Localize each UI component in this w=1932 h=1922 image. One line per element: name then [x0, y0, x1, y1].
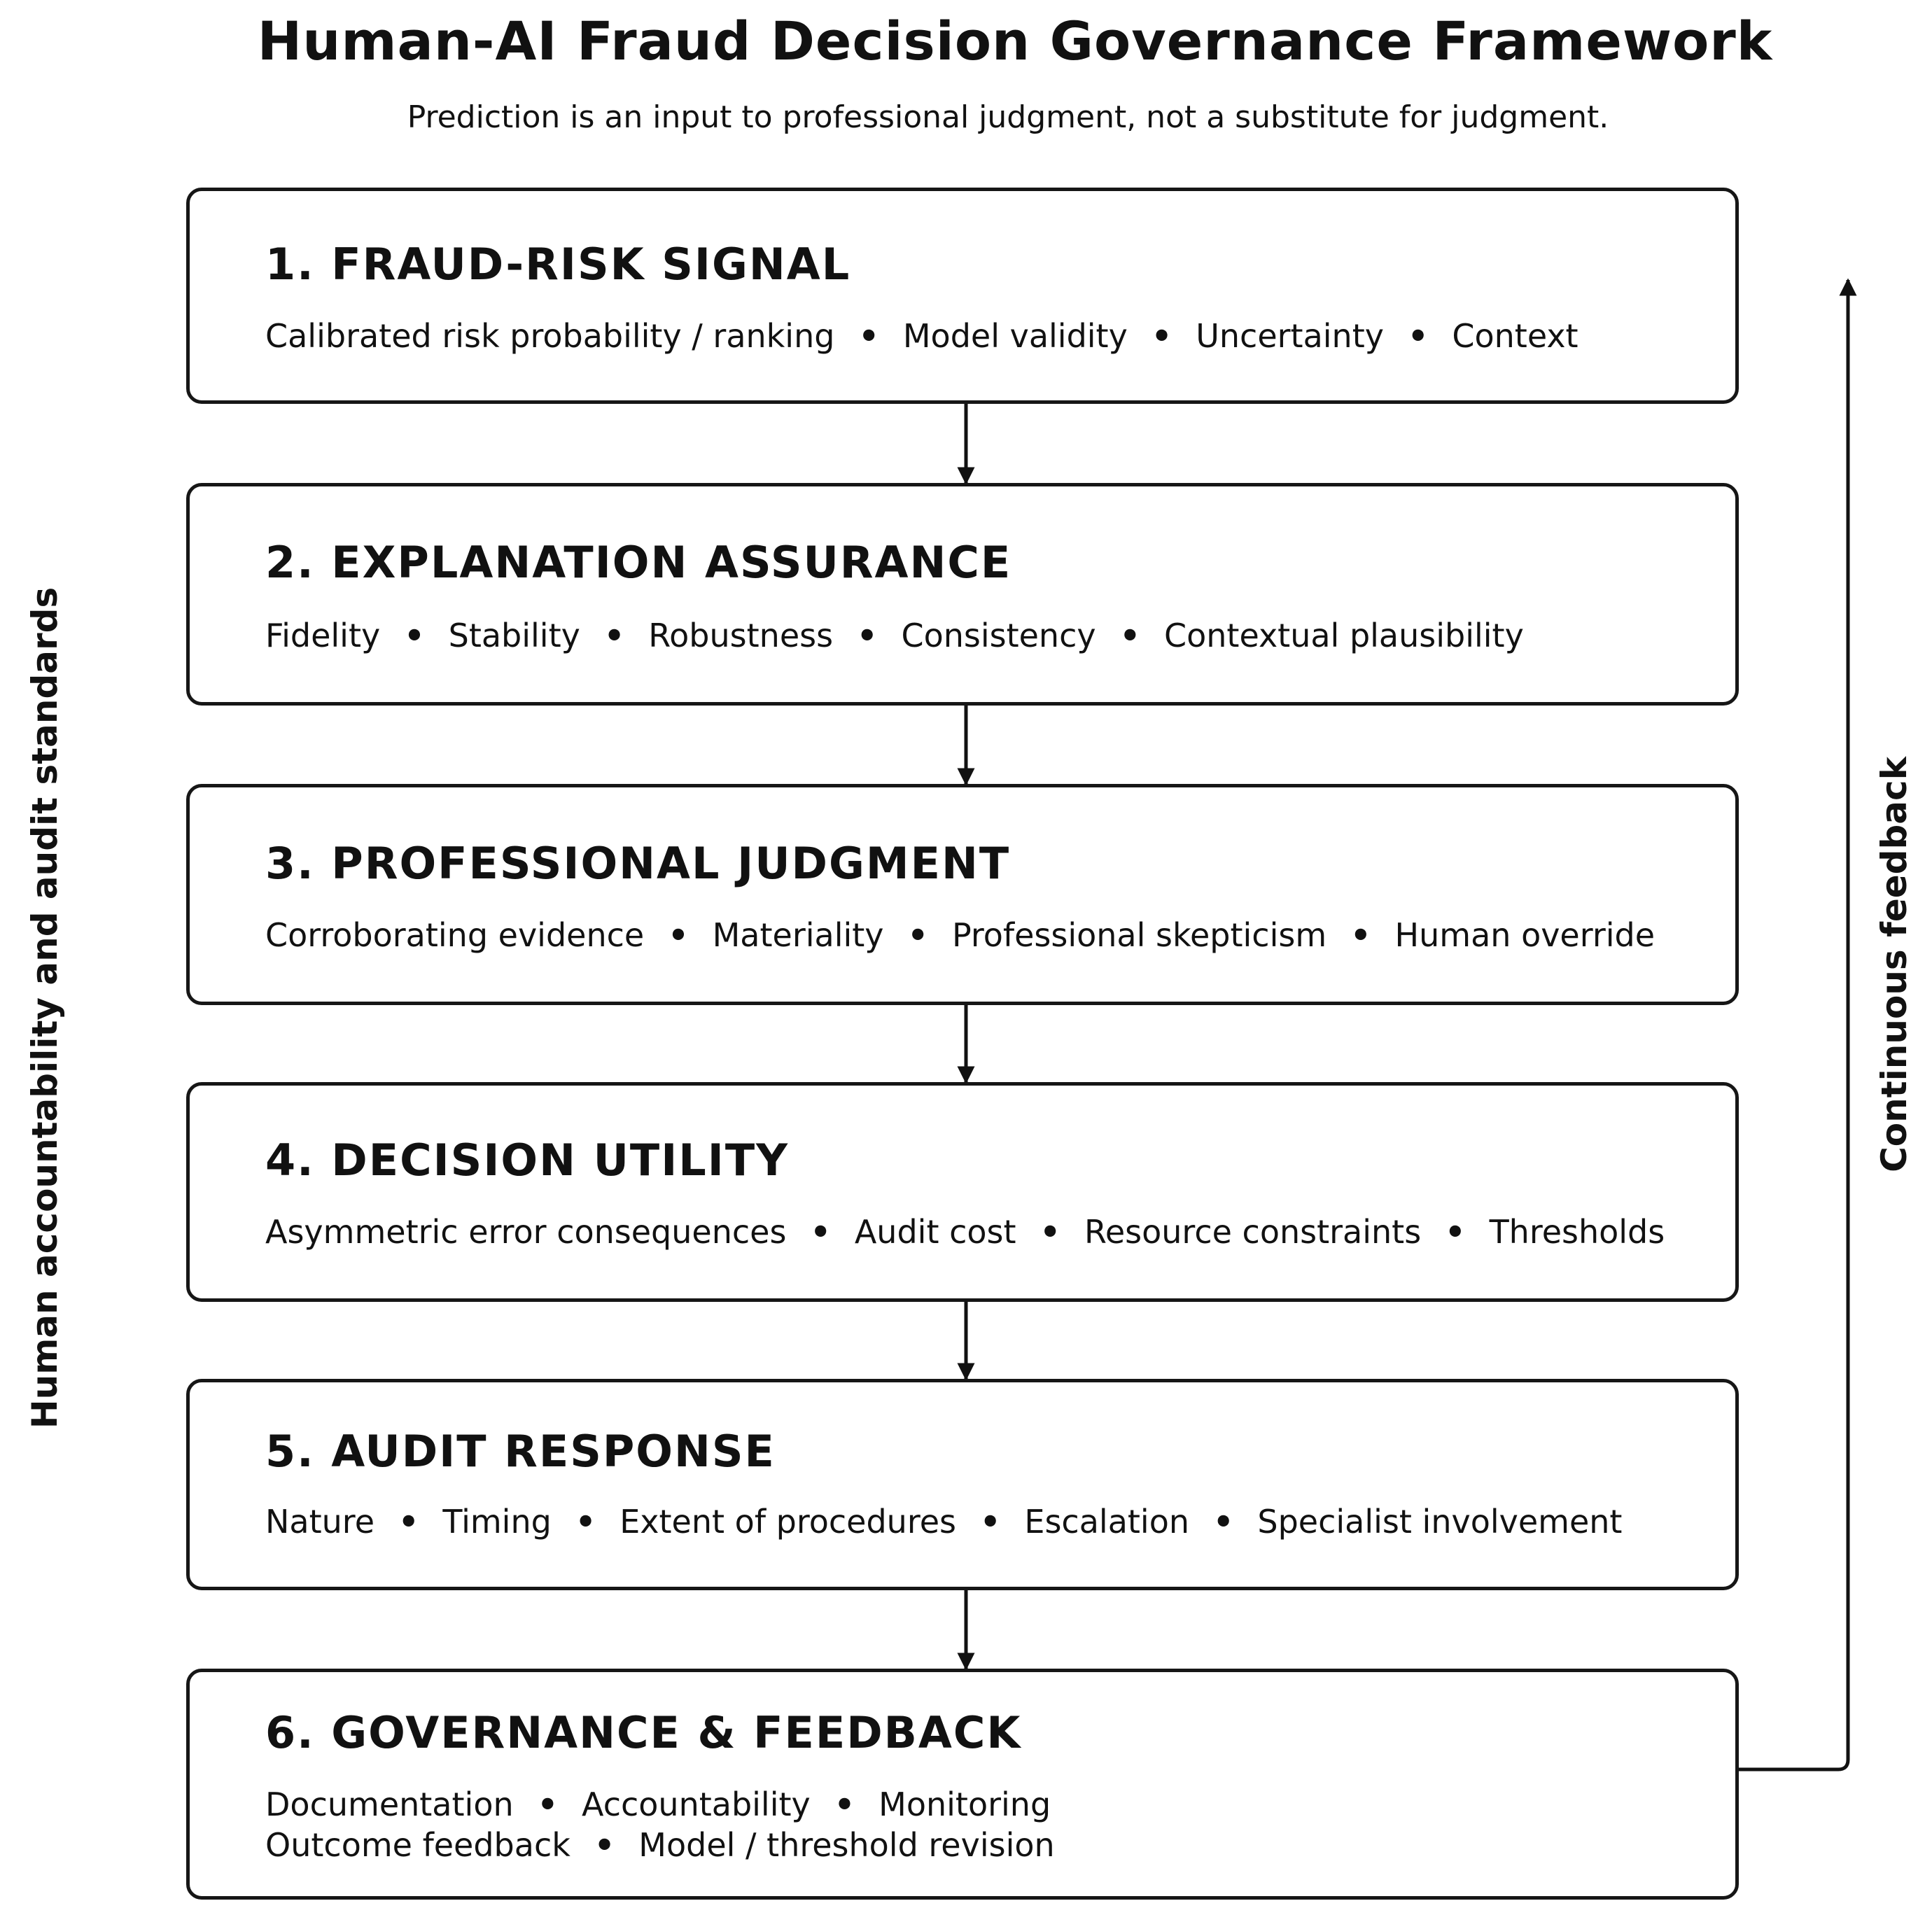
step-item: Escalation [1024, 1503, 1189, 1541]
step-2-items: Fidelity • Stability • Robustness • Consistenc… [265, 615, 1524, 656]
bullet-separator-icon: • [980, 1503, 1001, 1541]
item-line: Documentation • Accountability • Monitoring [265, 1784, 1055, 1825]
item-line: Corroborating evidence • Materiality • Profe… [265, 915, 1655, 955]
step-item: Accountability [582, 1786, 811, 1823]
bullet-separator-icon: • [1445, 1213, 1466, 1251]
step-item: Extent of procedures [620, 1503, 956, 1541]
item-line: Nature • Timing • Extent of procedures • Escal… [265, 1501, 1622, 1542]
step-box-6: 6. GOVERNANCE & FEEDBACK Documentation•A… [186, 1669, 1739, 1900]
bullet-separator-icon: • [857, 617, 878, 654]
step-item: Corroborating evidence [265, 916, 645, 954]
step-item: Model validity [902, 317, 1128, 355]
bullet-separator-icon: • [907, 916, 928, 954]
step-5-items: Nature • Timing • Extent of procedures • Escal… [265, 1501, 1622, 1542]
step-item: Timing [442, 1503, 552, 1541]
bullet-separator-icon: • [1407, 317, 1429, 355]
bullet-separator-icon: • [1151, 317, 1172, 355]
step-item: Consistency [901, 617, 1096, 654]
step-item: Monitoring [878, 1786, 1051, 1823]
step-item: Contextual plausibility [1164, 617, 1524, 654]
step-box-4: 4. DECISION UTILITY Asymmetric error con… [186, 1082, 1739, 1302]
step-1-title: 1. FRAUD-RISK SIGNAL [265, 239, 851, 290]
step-item: Stability [448, 617, 580, 654]
step-item: Professional skepticism [951, 916, 1327, 954]
bullet-separator-icon: • [1119, 617, 1140, 654]
bullet-separator-icon: • [398, 1503, 419, 1541]
step-item: Model / threshold revision [638, 1826, 1055, 1864]
step-item: Robustness [648, 617, 834, 654]
bullet-separator-icon: • [834, 1786, 855, 1823]
step-item: Context [1452, 317, 1578, 355]
step-item: Materiality [712, 916, 884, 954]
bullet-separator-icon: • [537, 1786, 559, 1823]
step-box-2: 2. EXPLANATION ASSURANCE Fidelity • Stabil… [186, 483, 1739, 706]
step-item: Documentation [265, 1786, 514, 1823]
step-item: Fidelity [265, 617, 381, 654]
step-item: Thresholds [1489, 1213, 1665, 1251]
step-item: Audit cost [854, 1213, 1016, 1251]
bullet-separator-icon: • [1040, 1213, 1060, 1251]
bullet-separator-icon: • [594, 1826, 615, 1864]
diagram-title: Human-AI Fraud Decision Governance Frame… [257, 10, 1773, 72]
step-item: Asymmetric error consequences [265, 1213, 787, 1251]
step-1-items: Calibrated risk probability / ranking • Mo… [265, 316, 1578, 356]
item-line: Outcome feedback • Model / threshold revis… [265, 1825, 1055, 1865]
step-2-title: 2. EXPLANATION ASSURANCE [265, 537, 1012, 588]
bullet-separator-icon: • [575, 1503, 596, 1541]
bullet-separator-icon: • [810, 1213, 831, 1251]
step-4-title: 4. DECISION UTILITY [265, 1135, 790, 1186]
feedback-loop-arrow [1739, 278, 1857, 1772]
bullet-separator-icon: • [858, 317, 879, 355]
bullet-separator-icon: • [603, 617, 625, 654]
step-item: Specialist involvement [1257, 1503, 1623, 1541]
bullet-separator-icon: • [1350, 916, 1371, 954]
step-item: Resource constraints [1084, 1213, 1422, 1251]
step-5-title: 5. AUDIT RESPONSE [265, 1426, 776, 1477]
step-item: Human override [1394, 916, 1656, 954]
diagram-subtitle: Prediction is an input to professional j… [407, 99, 1609, 135]
step-6-title: 6. GOVERNANCE & FEEDBACK [265, 1707, 1022, 1758]
bullet-separator-icon: • [404, 617, 425, 654]
step-3-title: 3. PROFESSIONAL JUDGMENT [265, 838, 1011, 889]
step-box-5: 5. AUDIT RESPONSE Nature • Timing • Extent o… [186, 1379, 1739, 1590]
step-box-3: 3. PROFESSIONAL JUDGMENT Corroborating e… [186, 784, 1739, 1005]
item-line: Calibrated risk probability / ranking • Mo… [265, 316, 1578, 356]
item-line: Fidelity • Stability • Robustness • Consistenc… [265, 615, 1524, 656]
step-item: Calibrated risk probability / ranking [265, 317, 835, 355]
step-box-1: 1. FRAUD-RISK SIGNAL Calibrated risk pro… [186, 188, 1739, 404]
step-3-items: Corroborating evidence • Materiality • Profe… [265, 915, 1655, 955]
bullet-separator-icon: • [1213, 1503, 1234, 1541]
item-line: Asymmetric error consequences • Audit cost… [265, 1212, 1665, 1252]
bullet-separator-icon: • [668, 916, 689, 954]
step-4-items: Asymmetric error consequences • Audit cost… [265, 1212, 1665, 1252]
step-item: Uncertainty [1196, 317, 1384, 355]
step-item: Nature [265, 1503, 374, 1541]
step-item: Outcome feedback [265, 1826, 570, 1864]
